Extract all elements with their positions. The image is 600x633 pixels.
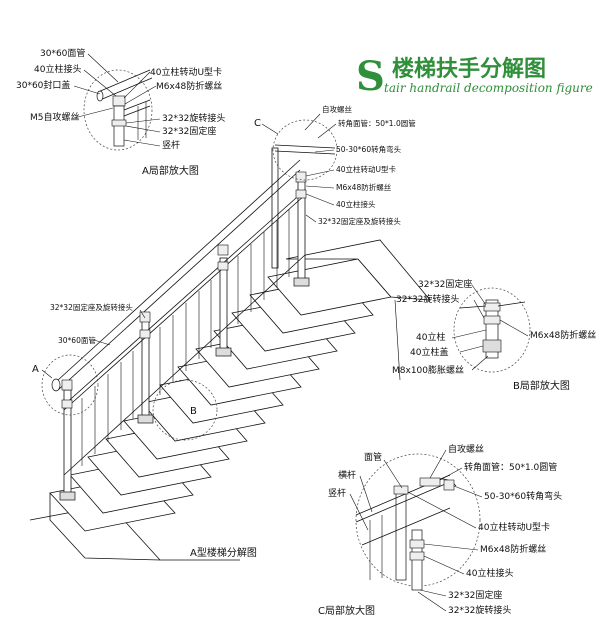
- title-chinese: 楼梯扶手分解图: [392, 56, 546, 82]
- stringer: [49, 493, 161, 561]
- label-fixed-rot: 32*32固定座及旋转接头: [318, 216, 401, 226]
- a-label-self-tap: M5自攻螺丝: [30, 111, 80, 123]
- title-letter: S: [356, 53, 385, 100]
- c-label-corner-tube: 转角面管：50*1.0圆管: [464, 461, 557, 473]
- detail-circle-c: [272, 119, 338, 181]
- railing: [51, 144, 336, 501]
- end-cap: [51, 378, 61, 392]
- lower-rail: [63, 194, 306, 411]
- c-label-fixed-seat: 32*32固定座: [448, 589, 502, 601]
- a-label-rot-joint: 32*32旋转接头: [162, 112, 225, 124]
- label-elbow: 50-30*60转角弯头: [336, 144, 402, 154]
- b-label-fixed-seat: 32*32固定座: [418, 278, 472, 290]
- base-plate: [59, 491, 76, 501]
- label-face-tube: 30*60面管: [58, 335, 96, 345]
- handrail-top: [57, 169, 301, 391]
- a-label-vertical-bar: 竖杆: [162, 139, 180, 151]
- balusters: [81, 209, 290, 466]
- detail-a: 30*60面管 40立柱接头 30*60封口盖 M5自攻螺丝 40立柱转动U型卡…: [16, 47, 225, 177]
- label-post-head: 40立柱接头: [336, 199, 376, 209]
- detail-a-circle: [83, 69, 153, 151]
- c-label-rot-joint: 32*32旋转接头: [448, 604, 511, 616]
- bottom-rail: [63, 254, 306, 476]
- c-label-post-head: 40立柱接头: [466, 567, 513, 579]
- detail-circle-b: [152, 379, 218, 441]
- marker-c: C: [254, 118, 261, 129]
- a-label-fixed-seat: 32*32固定座: [162, 125, 216, 137]
- base-plate: [137, 414, 154, 424]
- label-self-tap: 自攻螺丝: [322, 104, 352, 114]
- caption-main: A型楼梯分解图: [190, 546, 257, 559]
- b-label-rot-joint: 32*32旋转接头: [396, 293, 459, 305]
- a-label-end-cap: 30*60封口盖: [16, 79, 70, 91]
- landing-rail: [274, 144, 336, 149]
- title-block: S 楼梯扶手分解图 tair handrail decomposition fi…: [356, 53, 593, 100]
- c-label-self-tap: 自攻螺丝: [448, 443, 484, 455]
- c-label-face-tube: 面管: [364, 451, 382, 463]
- c-label-elbow: 50-30*60转角弯头: [484, 490, 562, 502]
- stair-steps: [29, 239, 431, 561]
- a-label-u-clip: 40立柱转动U型卡: [150, 66, 222, 78]
- c-label-u-clip: 40立柱转动U型卡: [478, 521, 550, 533]
- label-u-clip: 40立柱转动U型卡: [336, 164, 397, 174]
- joints: [61, 171, 307, 409]
- a-label-post-head: 40立柱接头: [34, 63, 81, 75]
- detail-circle-a: [41, 354, 99, 416]
- title-english: tair handrail decomposition figure: [384, 81, 593, 95]
- main-labels: 自攻螺丝 转角面管：50*1.0圆管 50-30*60转角弯头 40立柱转动U型…: [50, 104, 416, 346]
- b-label-post-cap: 40立柱盖: [410, 346, 448, 358]
- landing-edge: [394, 299, 401, 381]
- c-label-vertical-bar: 竖杆: [328, 487, 346, 499]
- detail-b: 32*32固定座 32*32旋转接头 40立柱 40立柱盖 M8x100膨胀螺丝…: [392, 278, 596, 392]
- base-plate: [215, 347, 232, 357]
- landing: [285, 239, 431, 301]
- marker-a: A: [32, 364, 39, 375]
- b-label-post: 40立柱: [416, 331, 445, 343]
- c-label-cross-bar: 横杆: [338, 469, 356, 481]
- a-label-anti-bolt: M6x48防折螺丝: [156, 80, 222, 92]
- caption-b: B局部放大图: [513, 379, 570, 392]
- label-fixed-rot-left: 32*32固定座及旋转接头: [50, 302, 133, 312]
- a-label-face-tube: 30*60面管: [40, 47, 85, 59]
- post: [271, 147, 279, 269]
- c-label-anti-bolt: M6x48防折螺丝: [480, 543, 546, 555]
- handrail-top: [57, 159, 301, 381]
- b-label-expansion: M8x100膨胀螺丝: [392, 364, 464, 376]
- detail-c: 面管 横杆 竖杆 自攻螺丝 转角面管：50*1.0圆管 50-30*60转角弯头…: [318, 443, 562, 617]
- marker-b: B: [190, 406, 197, 417]
- caption-a: A局部放大图: [142, 164, 199, 177]
- base-plate: [293, 277, 310, 287]
- label-anti-bolt: M6x48防折螺丝: [336, 182, 392, 192]
- detail-b-circle: [453, 287, 531, 373]
- label-corner-tube: 转角面管：50*1.0圆管: [338, 118, 416, 128]
- landing-rail: [274, 150, 336, 155]
- lower-rail: [63, 189, 306, 406]
- post: [219, 257, 228, 354]
- b-label-anti-bolt: M6x48防折螺丝: [530, 329, 596, 341]
- caption-c: C局部放大图: [318, 604, 375, 617]
